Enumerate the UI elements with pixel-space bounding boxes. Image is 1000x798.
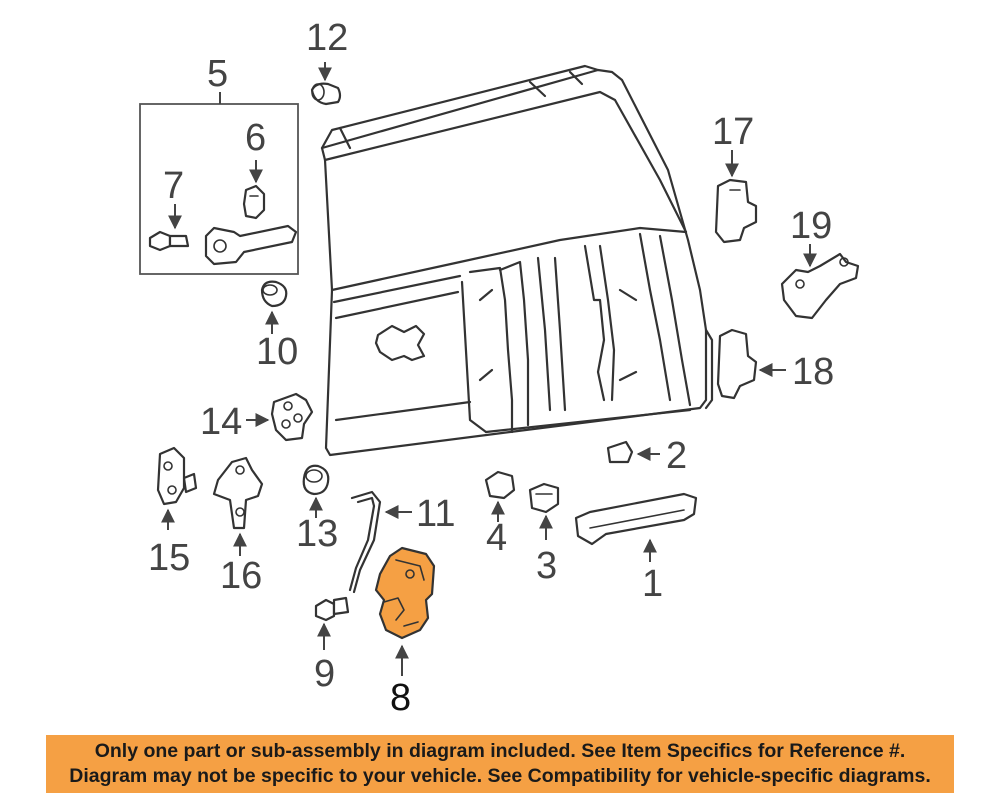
callout-4: 4 — [486, 517, 507, 559]
part-4 — [484, 470, 516, 522]
callout-19: 19 — [790, 205, 832, 247]
part-8-highlighted — [374, 546, 436, 676]
part-17 — [714, 150, 758, 244]
callout-13: 13 — [296, 513, 338, 555]
disclaimer-banner: Only one part or sub-assembly in diagram… — [46, 735, 954, 793]
callout-2: 2 — [666, 435, 687, 477]
callout-10: 10 — [256, 331, 298, 373]
part-14 — [246, 392, 314, 442]
part-15 — [156, 446, 198, 530]
part-5-bracket — [204, 224, 298, 266]
liftgate-panel — [320, 64, 714, 457]
callout-11: 11 — [416, 493, 455, 535]
callout-17: 17 — [712, 111, 754, 153]
callout-6: 6 — [245, 117, 266, 159]
parts-diagram: 12 5 6 7 17 19 10 18 14 2 11 13 4 15 3 1… — [139, 17, 860, 719]
callout-12: 12 — [306, 17, 348, 59]
part-16 — [212, 456, 264, 556]
part-9 — [314, 596, 350, 650]
callout-18: 18 — [792, 351, 834, 393]
part-13 — [302, 464, 330, 518]
callout-7: 7 — [163, 165, 184, 207]
part-18 — [716, 328, 786, 400]
part-3 — [528, 482, 560, 540]
part-12 — [310, 62, 342, 106]
part-10 — [260, 280, 288, 334]
disclaimer-line-1: Only one part or sub-assembly in diagram… — [94, 740, 906, 762]
disclaimer-line-2: Diagram may not be specific to your vehi… — [69, 765, 931, 787]
part-19 — [780, 244, 860, 320]
part-1 — [574, 492, 698, 562]
callout-15: 15 — [148, 537, 190, 579]
callout-5: 5 — [207, 53, 228, 95]
part-11 — [348, 490, 412, 594]
callout-14: 14 — [200, 401, 242, 443]
part-6 — [242, 160, 266, 220]
callout-1: 1 — [642, 563, 663, 605]
callout-9: 9 — [314, 653, 335, 695]
callout-16: 16 — [220, 555, 262, 597]
part-2 — [606, 440, 660, 464]
callout-3: 3 — [536, 545, 557, 587]
callout-8: 8 — [390, 677, 411, 719]
part-7 — [148, 204, 190, 252]
